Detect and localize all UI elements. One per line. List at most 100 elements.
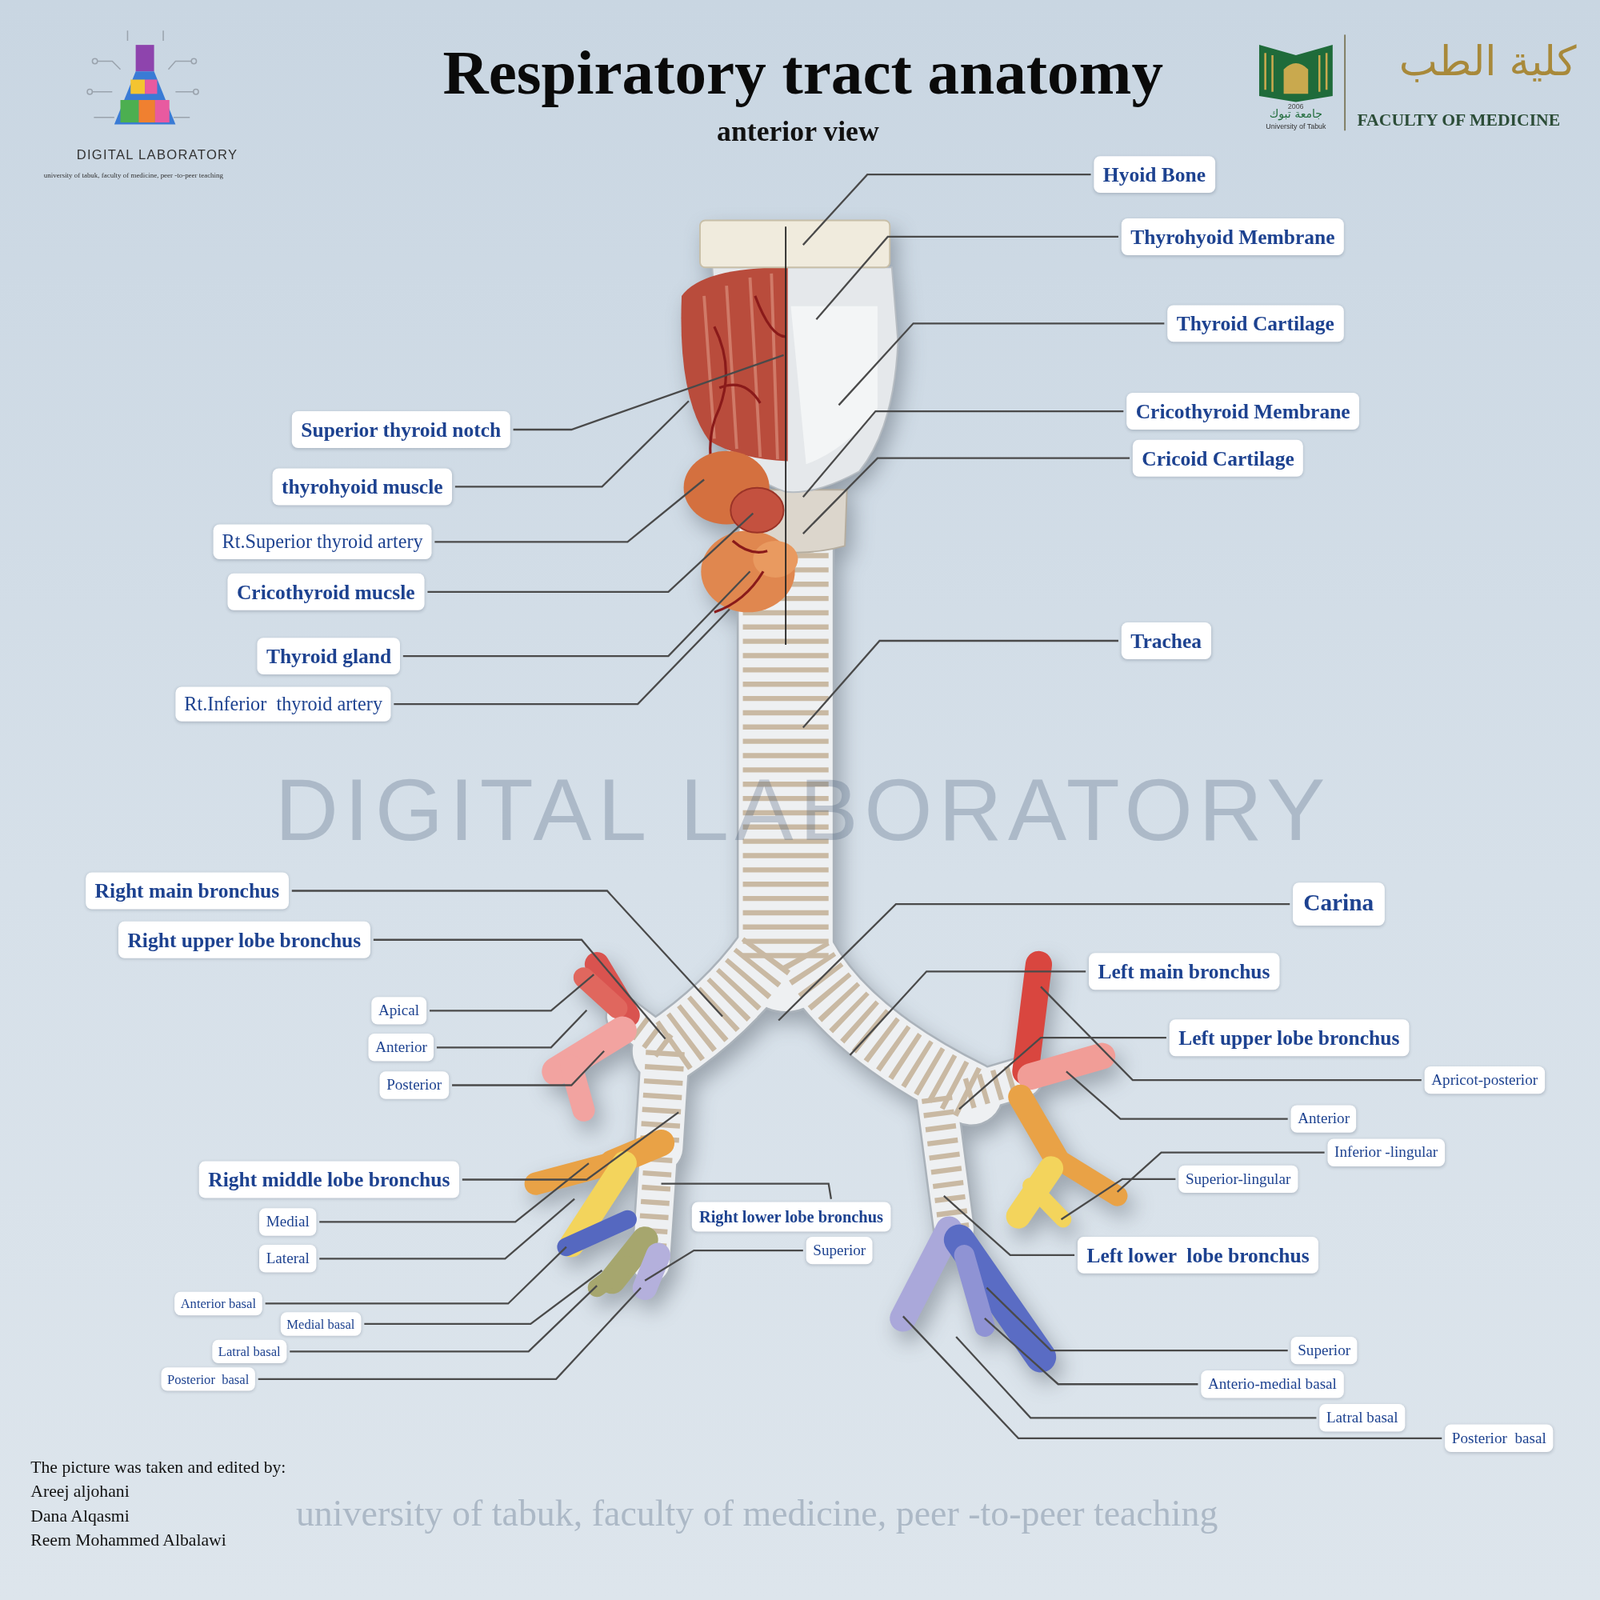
faculty-name: FACULTY OF MEDICINE [1356, 110, 1560, 132]
flask-body [114, 71, 176, 124]
midline-mark [784, 226, 787, 645]
label-text: Anterior basal [180, 1295, 256, 1312]
label-text: Medial basal [286, 1316, 355, 1333]
label-box: Thyroid Cartilage [1167, 304, 1344, 342]
circuit-node [92, 58, 97, 64]
flask-block [155, 100, 170, 123]
watermark: DIGITAL LABORATORY [275, 756, 1332, 863]
label-box: Cricothyroid Membrane [1126, 392, 1360, 430]
leader-line [850, 971, 1087, 1056]
thyrohyoid-muscle [680, 267, 788, 461]
label-box: Carina [1292, 882, 1384, 925]
leader-line [838, 323, 1164, 405]
label-text: Anterior [1297, 1109, 1350, 1129]
label-box: Anterio-medial basal [1200, 1370, 1344, 1399]
label-text: Anterior [375, 1037, 428, 1057]
leader-line [403, 571, 751, 656]
bronchus-wall [804, 954, 972, 1095]
label-text: Left upper lobe bronchus [1178, 1024, 1400, 1051]
superior-thyroid-artery [704, 296, 786, 480]
label-box: Latral basal [1319, 1404, 1405, 1432]
inferior-lingular-segment [1056, 1158, 1118, 1196]
label-box: Cricothyroid mucsle [227, 573, 424, 611]
leader-line [258, 1288, 641, 1380]
label-box: Hyoid Bone [1093, 156, 1215, 193]
label-text: Latral basal [1326, 1408, 1399, 1428]
credit-name: Reem Mohammed Albalawi [30, 1530, 226, 1552]
university-name-arabic: جامعة تبوك [1269, 107, 1323, 121]
label-box: Apical [371, 996, 426, 1025]
leader-line [944, 1196, 1075, 1256]
label-text: Lateral [266, 1248, 310, 1268]
tube-walls [624, 538, 1023, 1264]
label-box: Thyroid gland [256, 637, 400, 675]
leader-line [986, 1288, 1288, 1351]
label-box: Anterior [368, 1033, 434, 1062]
credit-name: Areej aljohani [30, 1481, 129, 1503]
label-text: Right lower lobe bronchus [699, 1206, 884, 1228]
flask-block [144, 79, 157, 94]
label-box: Left lower lobe bronchus [1077, 1236, 1319, 1274]
leader-line [429, 974, 594, 1011]
leader-line [434, 479, 704, 542]
lingular-bronchus [1020, 1096, 1057, 1159]
label-text: Inferior -lingular [1334, 1143, 1438, 1163]
flask-neck [136, 44, 155, 72]
label-box: Lateral [259, 1244, 317, 1273]
posterior-basal-segment [644, 1255, 659, 1288]
label-text: Cricothyroid Membrane [1136, 398, 1351, 424]
label-text: Right middle lobe bronchus [208, 1167, 450, 1193]
label-text: Apricot-posterior [1431, 1070, 1538, 1090]
lateral-basal-segment [596, 1265, 628, 1288]
label-box: Right lower lobe bronchus [692, 1202, 891, 1232]
label-text: Left lower lobe bronchus [1086, 1242, 1309, 1268]
posterior-segment [571, 1066, 584, 1111]
credit-note: The picture was taken and edited by: [30, 1456, 286, 1478]
leader-line [816, 236, 1119, 320]
leader-line [427, 513, 753, 592]
label-text: Superior-lingular [1185, 1169, 1291, 1189]
leader-line [644, 1250, 804, 1281]
emblem-arch [1284, 63, 1309, 94]
leader-line [803, 640, 1119, 728]
label-box: Medial [259, 1208, 317, 1236]
label-box: Superior [1291, 1336, 1358, 1365]
tube-outlines [624, 538, 1023, 1264]
label-text: Medial [266, 1212, 310, 1232]
flask-block [138, 100, 155, 123]
leader-line [436, 1010, 588, 1048]
label-box: Right middle lobe bronchus [199, 1161, 460, 1199]
flask-block [130, 79, 145, 94]
leader-line [778, 904, 1290, 1020]
circuit-node [87, 89, 92, 95]
label-text: Trachea [1130, 628, 1202, 654]
logo-flask-body [114, 44, 176, 124]
label-box: Medial basal [280, 1312, 361, 1336]
label-text: Posterior basal [167, 1371, 249, 1388]
leader-line [1066, 1071, 1288, 1119]
label-text: Posterior [386, 1076, 442, 1096]
leader-line [513, 355, 784, 430]
label-text: Cricoid Cartilage [1141, 445, 1295, 472]
anterior-basal-segment [566, 1219, 628, 1247]
emblem-pages [1265, 52, 1328, 92]
leader-line [319, 1199, 575, 1260]
label-text: Anterio-medial basal [1208, 1374, 1337, 1394]
label-box: Right upper lobe bronchus [118, 921, 371, 959]
label-text: Rt.Superior thyroid artery [222, 529, 424, 554]
label-text: Right main bronchus [95, 878, 280, 904]
hyoid-bone [700, 220, 890, 268]
label-box: Trachea [1121, 622, 1212, 660]
label-text: Right upper lobe bronchus [127, 927, 361, 953]
poster-title: Respiratory tract anatomy [443, 34, 1164, 111]
logo-divider [1344, 34, 1346, 131]
leader-line [984, 1318, 1199, 1384]
superior-lingular-segment [1030, 1185, 1064, 1220]
bronchus-rings [665, 954, 768, 1052]
muscle-fibres [704, 273, 778, 460]
apicoposterior-segment [1025, 964, 1040, 1072]
label-box: Left upper lobe bronchus [1169, 1019, 1409, 1056]
thyroid-isthmus [752, 540, 798, 578]
bronchus-rings [936, 1096, 955, 1230]
